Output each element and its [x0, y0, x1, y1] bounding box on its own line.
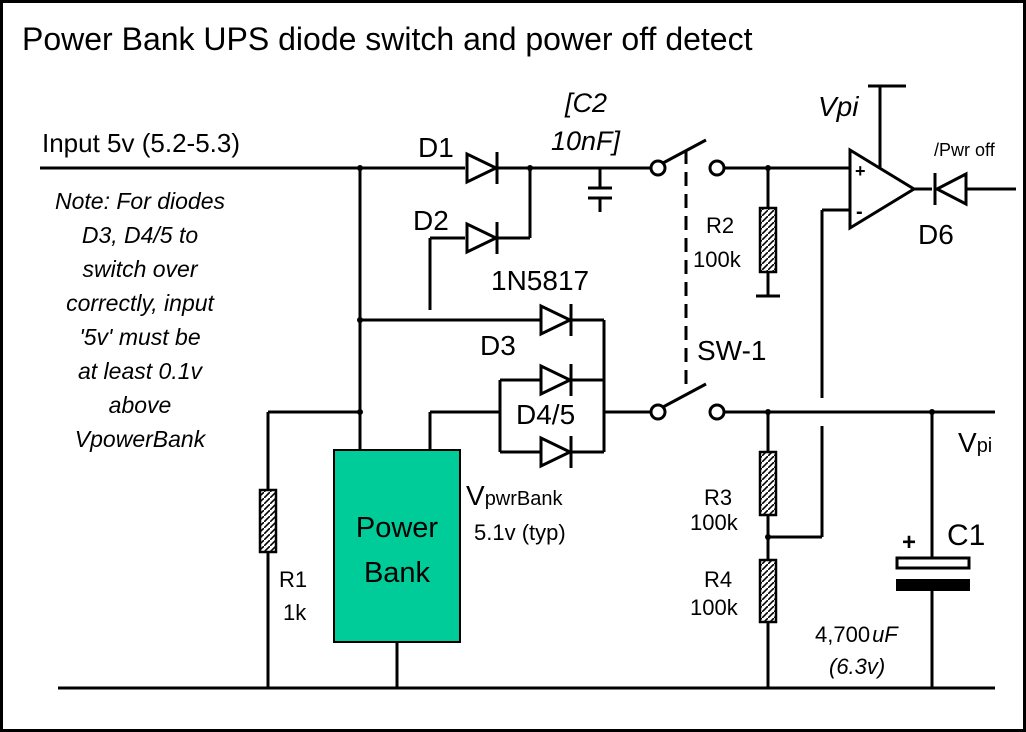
r3-label: R3 [704, 485, 732, 510]
resistor-r3 [758, 450, 778, 517]
vpwrbank-value: 5.1v (typ) [474, 520, 566, 545]
resistor-r2 [758, 206, 778, 274]
wires [40, 84, 1016, 690]
note-line: at least 0.1v [78, 358, 204, 384]
c1-plus-label: + [902, 529, 916, 556]
note-block: Note: For diodes D3, D4/5 to switch over… [55, 188, 226, 452]
diode-d5 [539, 435, 574, 469]
opamp-plus-label: + [855, 161, 866, 181]
d2-label: D2 [413, 205, 449, 236]
r3-value: 100k [690, 510, 739, 535]
diode-part-label: 1N5817 [491, 265, 589, 296]
note-line: '5v' must be [79, 324, 200, 350]
diode-d1 [465, 151, 500, 185]
diagram-title: Power Bank UPS diode switch and power of… [22, 21, 753, 57]
junction-dots [357, 165, 935, 540]
power-bank-box [333, 449, 461, 643]
power-bank-label-line1: Power [356, 512, 439, 544]
capacitor-c2 [588, 186, 612, 200]
power-bank-label-line2: Bank [364, 557, 431, 589]
note-line: correctly, input [66, 290, 215, 316]
capacitor-c1 [895, 556, 971, 591]
note-line: Note: For diodes [55, 188, 226, 214]
d6-label: D6 [918, 219, 954, 250]
diode-d6 [933, 171, 968, 207]
c1-value: 4,700uF [815, 622, 899, 647]
vpi-right-label: Vpi [958, 427, 992, 458]
pwr-off-label: /Pwr off [934, 140, 996, 160]
r4-value: 100k [690, 595, 739, 620]
r2-value: 100k [693, 247, 742, 272]
r2-label: R2 [706, 213, 734, 238]
c1-label: C1 [947, 519, 985, 552]
c2-label: [C2 [564, 88, 607, 118]
r1-label: R1 [279, 567, 307, 592]
resistor-r1 [258, 488, 278, 554]
d3-label: D3 [480, 330, 516, 361]
diode-d4 [539, 363, 574, 397]
note-line: D3, D4/5 to [82, 222, 199, 248]
opamp-minus-label: - [856, 201, 863, 223]
op-amp [848, 147, 917, 231]
sw1-label: SW-1 [697, 335, 767, 366]
c1-rating: (6.3v) [829, 654, 885, 679]
diode-d2 [465, 221, 500, 255]
vpi-top-label: Vpi [818, 91, 859, 122]
r4-label: R4 [704, 567, 732, 592]
r1-value: 1k [283, 600, 307, 625]
note-line: above [109, 392, 172, 418]
d1-label: D1 [418, 132, 454, 163]
note-line: VpowerBank [75, 426, 207, 452]
d45-label: D4/5 [516, 399, 575, 430]
resistor-r4 [758, 558, 778, 624]
switch-sw1 [649, 138, 726, 421]
diode-d3 [539, 303, 574, 337]
vpwrbank-label: VpwrBank [466, 480, 564, 511]
input-label: Input 5v (5.2-5.3) [42, 128, 240, 158]
note-line: switch over [82, 256, 198, 282]
c2-value: 10nF] [551, 126, 622, 156]
